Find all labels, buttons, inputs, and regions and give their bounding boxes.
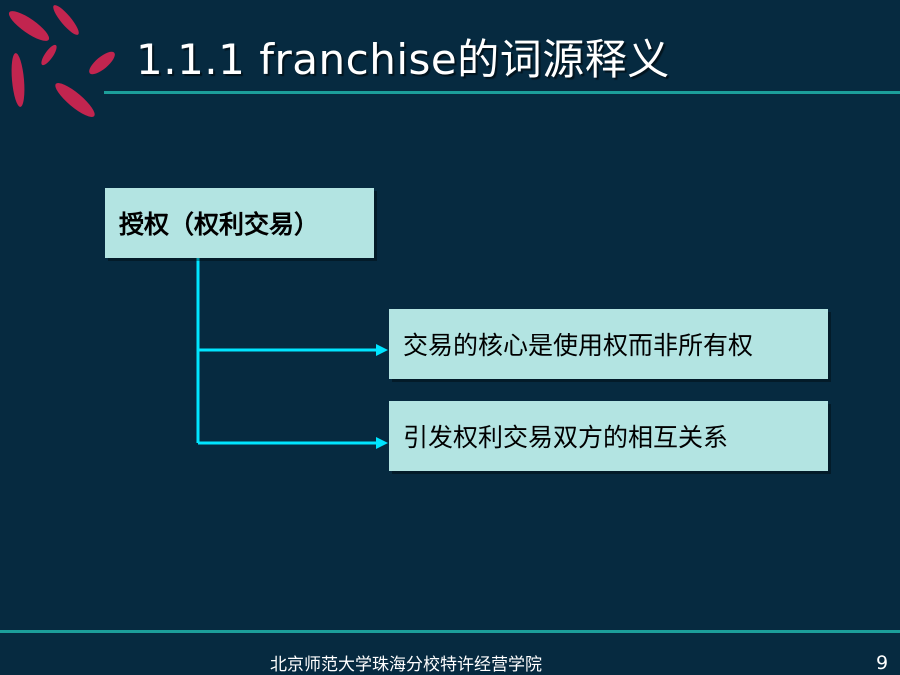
petal-shape	[41, 44, 57, 66]
page-number: 9	[876, 652, 889, 674]
petal-decoration	[8, 5, 115, 117]
footer-institution: 北京师范大学珠海分校特许经营学院	[270, 655, 542, 675]
footer-divider	[0, 630, 900, 633]
child-node-2: 引发权利交易双方的相互关系	[389, 401, 828, 471]
petal-shape	[89, 51, 115, 75]
petal-shape	[11, 53, 25, 107]
petal-shape	[53, 5, 79, 35]
child-node-1-label: 交易的核心是使用权而非所有权	[403, 331, 754, 360]
petal-shape	[8, 11, 50, 41]
slide-title: 1.1.1 franchise的词源释义	[136, 35, 670, 84]
root-node: 授权（权利交易）	[105, 188, 374, 258]
petal-shape	[55, 83, 95, 117]
child-node-1: 交易的核心是使用权而非所有权	[389, 309, 828, 379]
child-node-2-label: 引发权利交易双方的相互关系	[403, 423, 729, 452]
arrowhead-1	[376, 344, 388, 356]
title-divider	[104, 91, 900, 94]
root-node-label: 授权（权利交易）	[119, 210, 320, 239]
arrowhead-2	[376, 437, 388, 449]
